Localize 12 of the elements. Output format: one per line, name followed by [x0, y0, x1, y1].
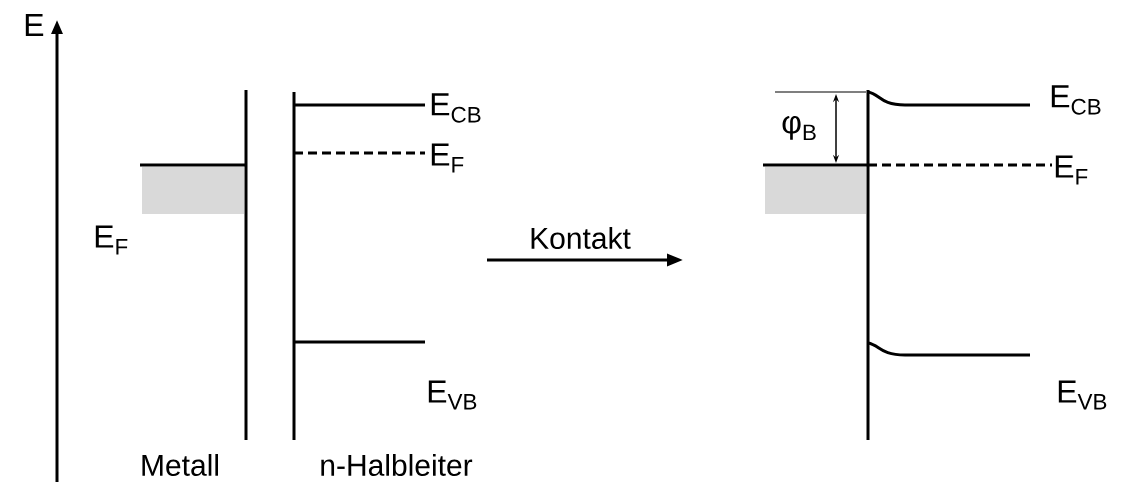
band-label: E$_{F}$	[95, 225, 128, 255]
band-label: E$_{F}$	[431, 143, 464, 173]
material-label: Metall	[142, 454, 218, 477]
band-label: E$_{CB}$	[1051, 85, 1101, 115]
band-label: E$_{F}$	[1055, 155, 1088, 185]
band-label: E$_{VB}$	[428, 380, 477, 410]
axis-label: E	[25, 14, 44, 36]
band-label: E$_{VB}$	[1058, 380, 1107, 410]
arrow-label: Kontakt	[531, 227, 631, 250]
material-label: n-Halbleiter	[321, 454, 473, 477]
barrier-label: φ$_{B}$	[782, 115, 816, 141]
band-label: E$_{CB}$	[431, 93, 481, 123]
